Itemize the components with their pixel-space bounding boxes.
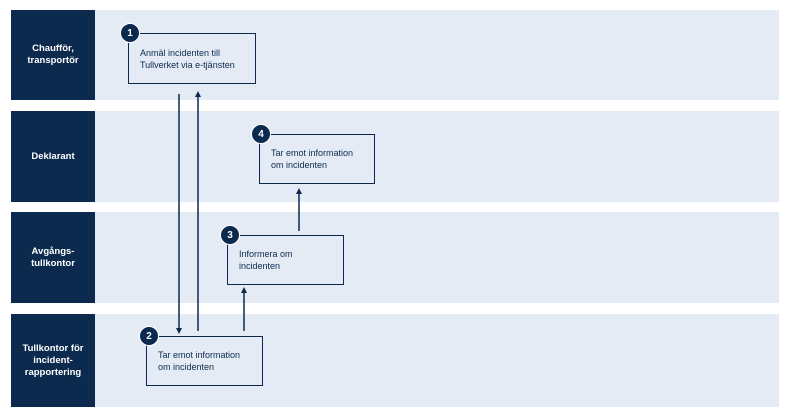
lane-label-chauffor: Chaufför, transportör [11, 10, 95, 100]
step-4-box: Tar emot information om incidenten [259, 134, 375, 184]
lane-avgangstullkontor: Avgångs- tullkontor [11, 212, 779, 303]
step-3-text: Informera om incidenten [239, 249, 293, 271]
step-1-badge: 1 [120, 23, 140, 43]
lane-tullkontor-incident: Tullkontor för incident- rapportering [11, 314, 779, 407]
lane-label-deklarant: Deklarant [11, 111, 95, 202]
step-2-text: Tar emot information om incidenten [158, 350, 241, 372]
lane-deklarant: Deklarant [11, 111, 779, 202]
step-1-text: Anmäl incidenten till Tullverket via e-t… [140, 47, 235, 70]
lane-label-avgangstullkontor: Avgångs- tullkontor [11, 212, 95, 303]
lane-label-tullkontor-incident: Tullkontor för incident- rapportering [11, 314, 95, 407]
step-4-badge: 4 [251, 124, 271, 144]
step-3-box: Informera om incidenten [227, 235, 344, 285]
step-1-box: Anmäl incidenten till Tullverket via e-t… [128, 33, 256, 84]
step-3-badge: 3 [220, 225, 240, 245]
step-4-text: Tar emot information om incidenten [271, 148, 354, 170]
step-2-badge: 2 [139, 326, 159, 346]
step-2-box: Tar emot information om incidenten [146, 336, 263, 386]
